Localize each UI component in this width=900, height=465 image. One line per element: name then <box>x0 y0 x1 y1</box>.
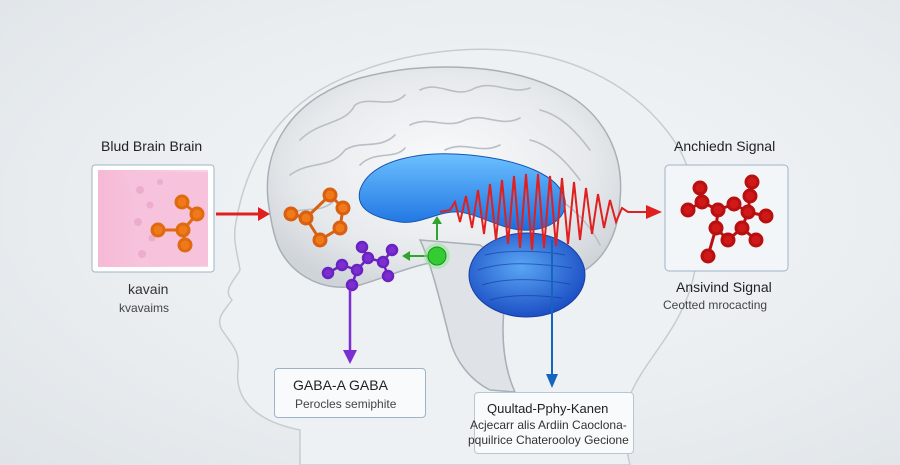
purple-arrow-down <box>343 290 357 364</box>
gaba-subtitle: Perocles semiphite <box>295 397 397 411</box>
kavain-molecule-panel <box>150 194 205 253</box>
cerebellum-label-box: Quultad-Pphy-Kanen Acjecarr alis Ardiin … <box>468 392 634 454</box>
signal-molecule <box>680 174 774 264</box>
right-label-signal: Ansivind Signal <box>676 279 772 295</box>
right-label-sub: Ceotted mrocacting <box>663 298 768 312</box>
right-title: Anchiedn Signal <box>674 138 776 154</box>
gaba-label-box: GABA-A GABA Perocles semiphite <box>274 368 426 418</box>
blue-arrow-down <box>546 240 558 388</box>
kavain-molecule-brain <box>283 187 351 248</box>
left-label-sub: kvavaims <box>119 301 170 315</box>
cerebellum-title: Quultad-Pphy-Kanen <box>487 401 609 416</box>
cerebellum-line-1: Acjecarr alis Ardiin Caoclona- <box>470 418 627 432</box>
left-title: Blud Brain Brain <box>101 138 203 154</box>
cerebellum-line-2: pquilrice Chaterooloy Gecione <box>468 433 629 447</box>
green-receptor <box>424 243 450 269</box>
gaba-molecule <box>321 240 399 292</box>
gaba-title: GABA-A GABA <box>293 377 388 393</box>
cerebellum-folds <box>477 250 573 301</box>
blue-region <box>358 153 566 231</box>
signal-wave <box>439 173 646 251</box>
left-label-kavain: kavain <box>128 281 169 297</box>
red-arrow-left <box>216 207 270 221</box>
cerebellum <box>468 232 586 318</box>
red-arrow-right <box>646 205 662 219</box>
